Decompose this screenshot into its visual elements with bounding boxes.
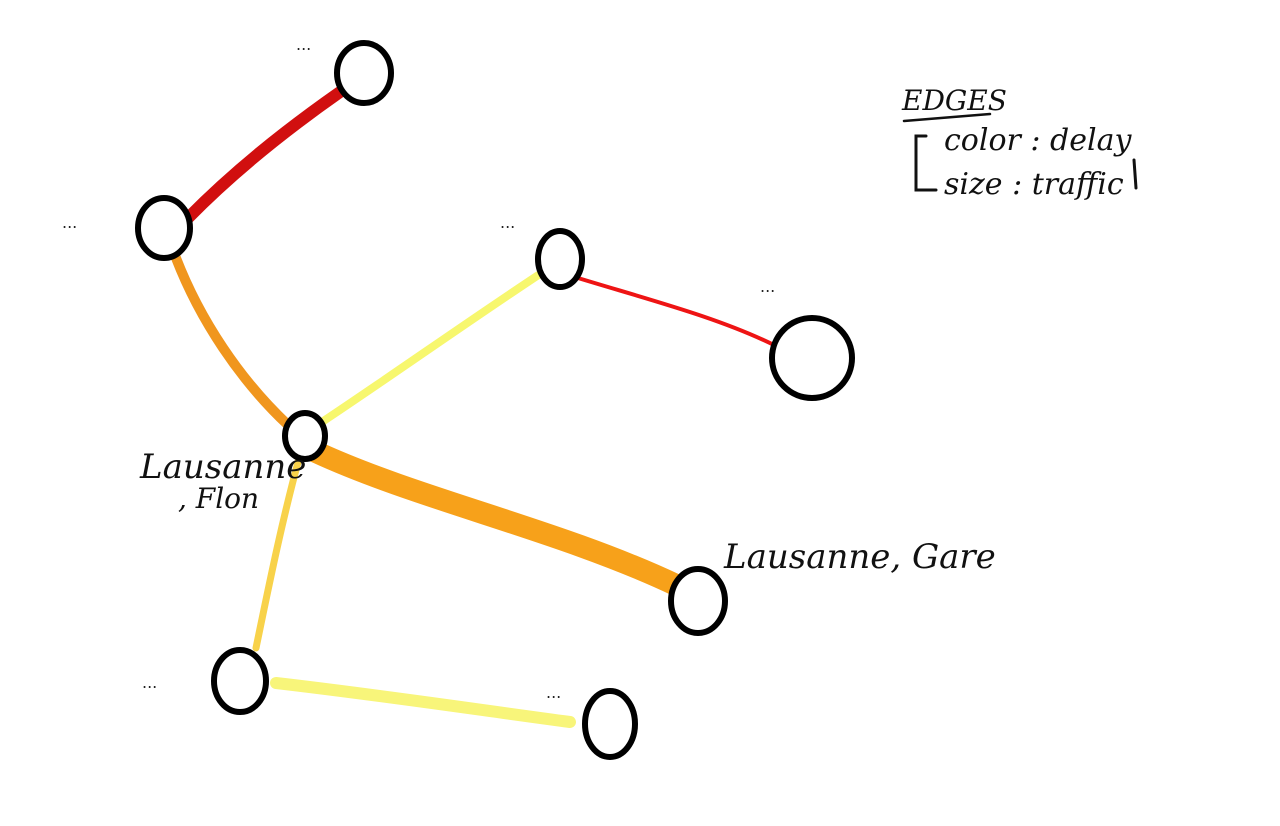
label-flon-line2: , Flon — [178, 482, 259, 515]
label-bottom-left: ... — [142, 673, 157, 692]
edge-upper-left-to-flon — [171, 253, 293, 430]
label-flon-line1: Lausanne — [139, 447, 306, 487]
node-bottom-left — [211, 647, 269, 715]
edge-bottom-left-to-bottom-right — [270, 677, 576, 728]
node-bottom-right — [582, 688, 638, 760]
legend-title-underline — [902, 112, 992, 123]
legend-title: EDGES — [901, 84, 1007, 117]
node-far-right — [769, 315, 855, 401]
legend-color-line: color : delay — [944, 123, 1132, 158]
edge-middle-right-to-far-right — [576, 276, 778, 348]
legend-right-bracket — [1132, 158, 1138, 190]
edge-flon-to-gare — [305, 441, 687, 596]
edge-top-to-upper-left — [182, 86, 346, 224]
legend: EDGES color : delay size : traffic — [901, 84, 1138, 202]
node-gare — [668, 566, 728, 636]
node-middle-right — [535, 228, 585, 290]
node-labels: ... ... Lausanne , Flon ... ... Lausanne… — [62, 35, 996, 702]
label-gare: Lausanne, Gare — [723, 537, 996, 577]
label-upper-left: ... — [62, 213, 77, 232]
label-bottom-right: ... — [546, 683, 561, 702]
node-flon — [282, 410, 328, 462]
label-far-right: ... — [760, 277, 775, 296]
nodes — [135, 40, 855, 760]
edge-flon-to-middle-right — [318, 266, 550, 426]
label-middle-right: ... — [500, 213, 515, 232]
edges — [171, 86, 778, 728]
legend-size-line: size : traffic — [944, 167, 1124, 202]
legend-left-bracket — [914, 134, 938, 192]
label-top: ... — [296, 35, 311, 54]
node-top — [334, 40, 394, 106]
edge-flon-to-bottom-left — [252, 451, 304, 652]
node-upper-left — [135, 195, 193, 261]
